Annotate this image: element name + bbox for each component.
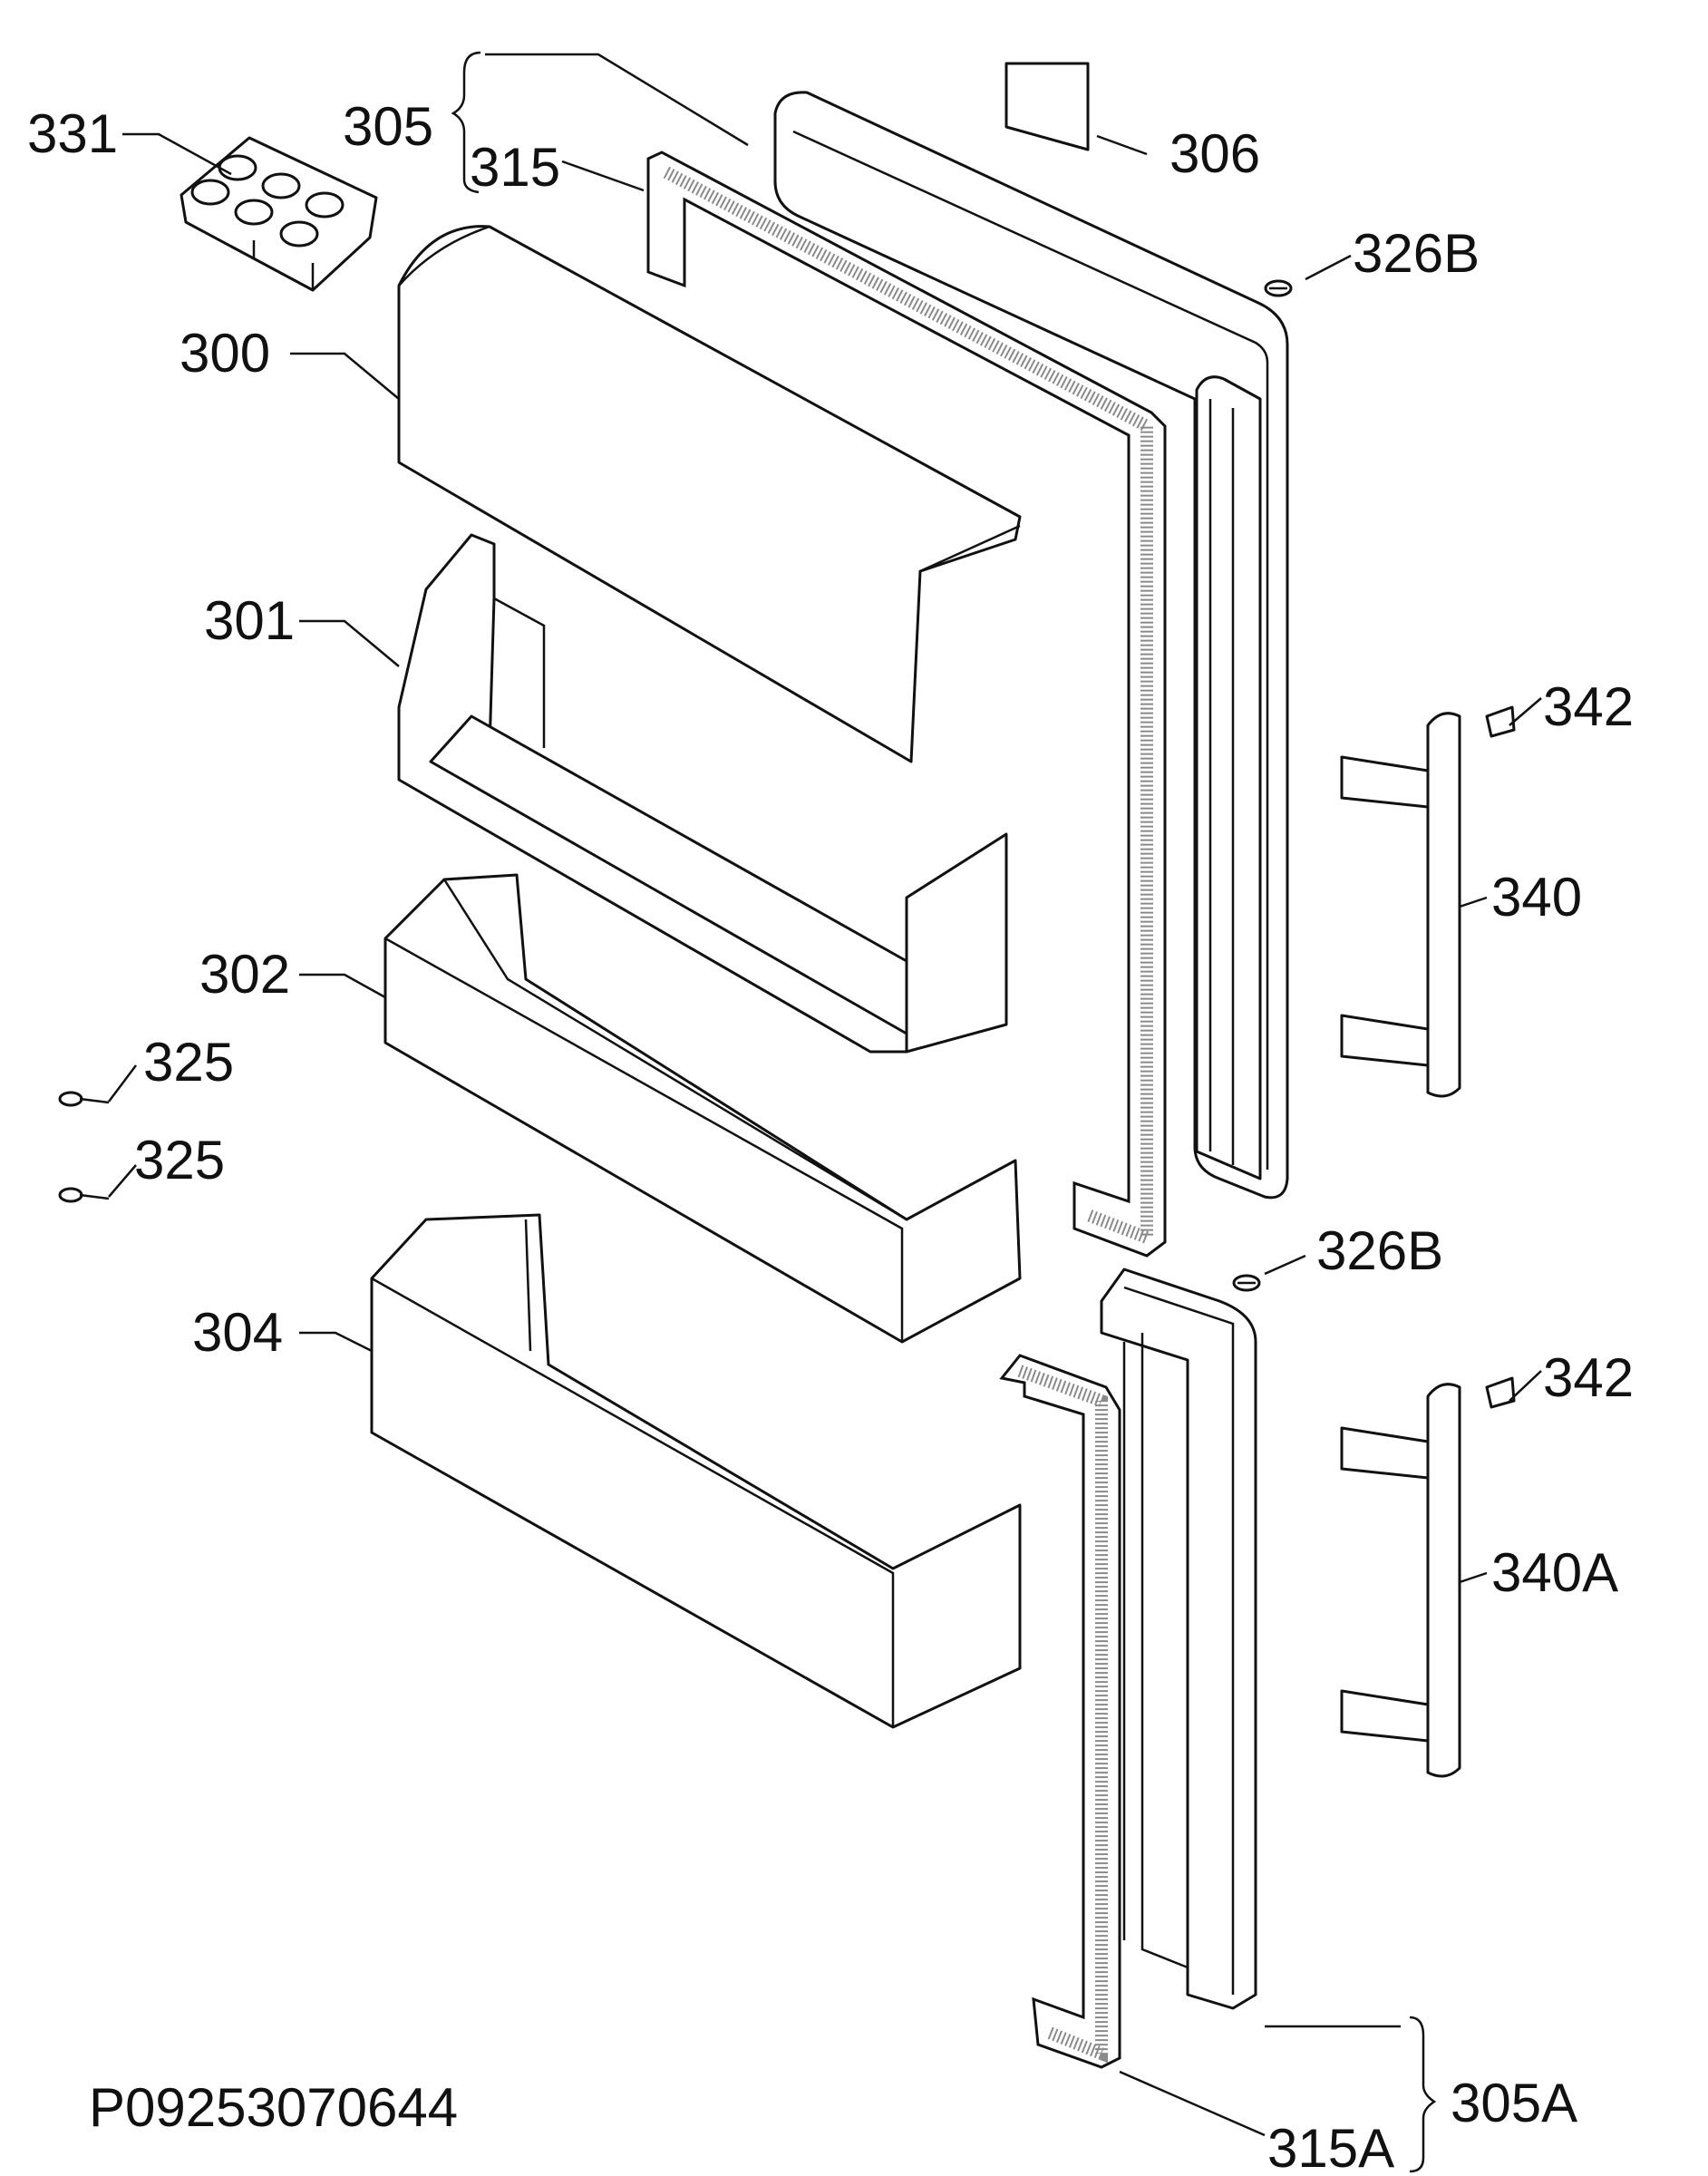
part-labels: 331 305 315 306 326B 300 301 342 340 302…: [27, 96, 1634, 2176]
label-326b-top: 326B: [1353, 223, 1480, 284]
egg-tray: [180, 136, 378, 292]
screw-326b-top: [1264, 279, 1293, 297]
label-331: 331: [27, 103, 118, 164]
handle-340: [1340, 712, 1461, 1098]
screw-326b-mid: [1232, 1274, 1261, 1292]
dairy-shelf-cover: [397, 225, 1022, 763]
handle-cap-342-top: [1485, 705, 1516, 738]
label-342-bottom: 342: [1543, 1347, 1634, 1408]
lower-door-gasket: [999, 1354, 1121, 2069]
label-300: 300: [180, 323, 270, 384]
label-315a: 315A: [1267, 2118, 1394, 2176]
leader-lines: [108, 51, 1542, 2173]
label-301: 301: [204, 590, 295, 651]
rating-label-plate: [1004, 62, 1090, 151]
upper-door-gasket: [646, 151, 1167, 1258]
label-342-top: 342: [1543, 676, 1634, 737]
lower-door-frame: [1100, 1268, 1257, 2010]
door-shelf-301: [397, 533, 1008, 1054]
label-304: 304: [192, 1302, 283, 1363]
label-302: 302: [199, 944, 290, 1005]
label-306: 306: [1169, 123, 1260, 184]
label-325-b: 325: [134, 1130, 225, 1190]
upper-door-frame: [773, 91, 1289, 1200]
screw-325-b: [58, 1187, 110, 1203]
label-315: 315: [470, 137, 560, 198]
label-325-a: 325: [143, 1032, 234, 1093]
handle-340a: [1340, 1383, 1461, 1778]
label-326b-mid: 326B: [1316, 1220, 1443, 1281]
label-340a: 340A: [1491, 1542, 1618, 1603]
handle-cap-342-bottom: [1485, 1376, 1516, 1409]
label-305: 305: [343, 96, 433, 157]
bottle-bin-304: [370, 1213, 1022, 1729]
screw-325-a: [58, 1091, 110, 1107]
door-bin-302: [383, 873, 1022, 1344]
drawing-code: P09253070644: [89, 2077, 458, 2138]
label-340: 340: [1491, 867, 1582, 928]
label-305a: 305A: [1451, 2073, 1577, 2133]
